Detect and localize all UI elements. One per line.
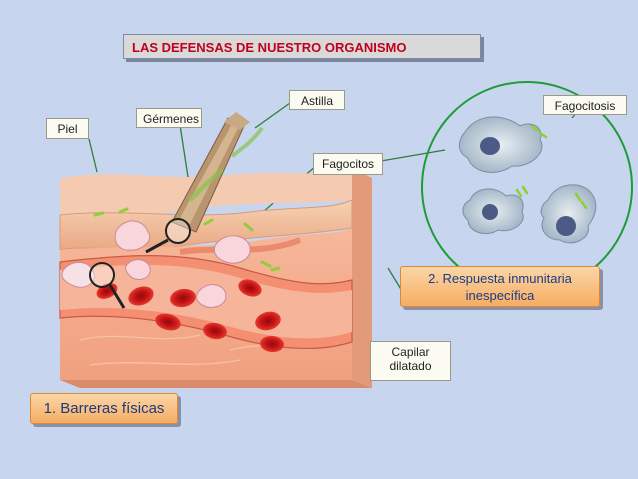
label-fagocitos: Fagocitos [313, 153, 383, 175]
skin-bottom-face [60, 380, 372, 388]
label-capilar-line1: Capilar [377, 345, 444, 359]
label-astilla: Astilla [289, 90, 345, 110]
page-title: LAS DEFENSAS DE NUESTRO ORGANISMO [123, 34, 481, 59]
skin-side-face [352, 168, 372, 388]
label-capilar-dilatado: Capilar dilatado [370, 341, 451, 381]
respuesta-line2: inespecífica [401, 287, 599, 304]
box-barreras-fisicas: 1. Barreras físicas [30, 393, 178, 424]
phagocytosis-cells [459, 117, 595, 243]
respuesta-line1: 2. Respuesta inmunitaria [401, 270, 599, 287]
box-respuesta-inmunitaria: 2. Respuesta inmunitaria inespecífica [400, 266, 600, 307]
label-capilar-line2: dilatado [377, 359, 444, 373]
label-piel: Piel [46, 118, 89, 139]
label-germenes: Gérmenes [136, 108, 202, 128]
label-fagocitosis: Fagocitosis [543, 95, 627, 115]
